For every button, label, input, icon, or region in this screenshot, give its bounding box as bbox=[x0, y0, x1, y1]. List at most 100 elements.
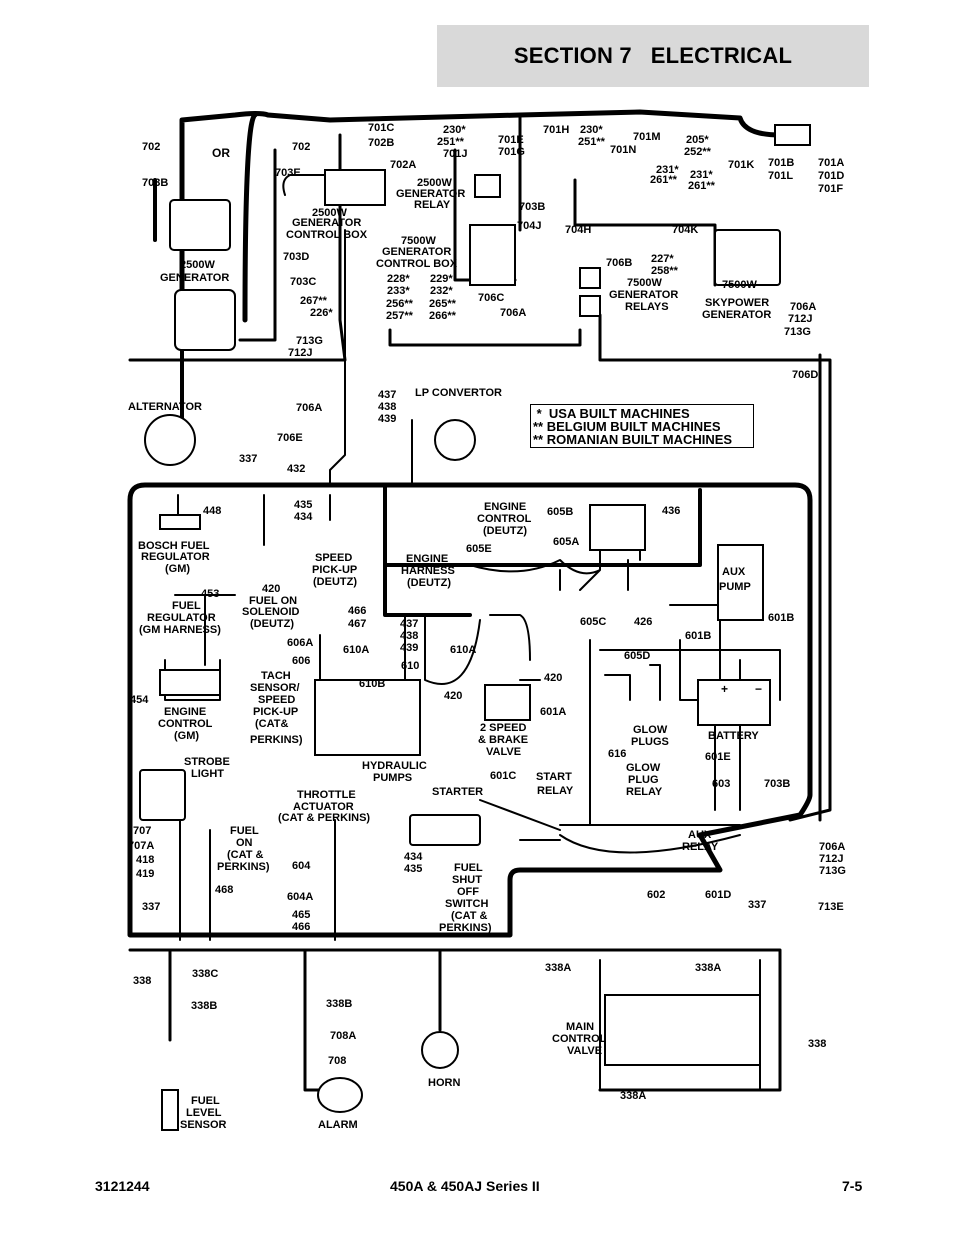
diagram-label-0: 702 bbox=[142, 141, 160, 153]
legend-belgium: ** BELGIUM BUILT MACHINES bbox=[533, 419, 721, 434]
diagram-label-85: REGULATOR bbox=[141, 551, 210, 563]
diagram-label-176: RELAY bbox=[682, 841, 719, 853]
diagram-label-157: 601C bbox=[490, 770, 516, 782]
diagram-label-30: 2500W bbox=[180, 259, 215, 271]
diagram-label-72: 712J bbox=[288, 347, 312, 359]
diagram-label-43: 703C bbox=[290, 276, 316, 288]
diagram-label-206: VALVE bbox=[567, 1045, 602, 1057]
diagram-label-163: 603 bbox=[712, 778, 730, 790]
starter bbox=[409, 814, 481, 846]
diagram-label-205: CONTROL bbox=[552, 1033, 607, 1045]
footer-page-number: 7-5 bbox=[842, 1178, 863, 1194]
diagram-label-208: 338A bbox=[620, 1090, 646, 1102]
diagram-label-99: (DEUTZ) bbox=[313, 576, 357, 588]
diagram-label-178: 712J bbox=[819, 853, 843, 865]
diagram-label-12: 701G bbox=[498, 146, 525, 158]
diagram-label-97: SPEED bbox=[315, 552, 352, 564]
diagram-label-116: 466 bbox=[348, 605, 366, 617]
main-harness bbox=[127, 482, 813, 938]
diagram-label-126: 610B bbox=[359, 678, 385, 690]
diagram-label-112: 605C bbox=[580, 616, 606, 628]
diagram-label-132: PICK-UP bbox=[253, 706, 298, 718]
alternator bbox=[144, 414, 196, 466]
diagram-label-71: 713G bbox=[296, 335, 323, 347]
diagram-label-11: 701E bbox=[498, 134, 524, 146]
diagram-label-156: STARTER bbox=[432, 786, 483, 798]
diagram-label-31: GENERATOR bbox=[160, 272, 229, 284]
diagram-label-65: GENERATOR bbox=[702, 309, 771, 321]
diagram-label-188: 604A bbox=[287, 891, 313, 903]
diagram-label-58: 227* bbox=[651, 253, 674, 265]
diagram-label-55: 706C bbox=[478, 292, 504, 304]
control-box-7500w bbox=[469, 224, 516, 286]
diagram-label-47: 228* bbox=[387, 273, 410, 285]
main-control-valve bbox=[604, 994, 761, 1066]
top-harness bbox=[179, 109, 783, 333]
diagram-label-56: 706A bbox=[500, 307, 526, 319]
diagram-label-13: 701H bbox=[543, 124, 569, 136]
engine-control-gm bbox=[159, 669, 221, 696]
diagram-label-177: 706A bbox=[819, 841, 845, 853]
diagram-label-168: 419 bbox=[136, 868, 154, 880]
diagram-label-110: AUX bbox=[722, 566, 746, 578]
diagram-label-36: GENERATOR bbox=[396, 188, 465, 200]
diagram-label-124: 610 bbox=[401, 660, 419, 672]
diagram-label-131: SPEED bbox=[258, 694, 295, 706]
diagram-label-196: 338 bbox=[133, 975, 151, 987]
diagram-label-103: 605B bbox=[547, 506, 573, 518]
diagram-label-104: 436 bbox=[662, 505, 680, 517]
diagram-label-194: 713E bbox=[818, 901, 844, 913]
diagram-label-2: OR bbox=[212, 146, 230, 160]
diagram-label-68: 713G bbox=[784, 326, 811, 338]
section-title: SECTION 7 ELECTRICAL bbox=[513, 43, 793, 68]
diagram-label-81: LP CONVERTOR bbox=[415, 387, 502, 399]
diagram-label-91: 420 bbox=[262, 583, 280, 595]
skypower-generator bbox=[714, 229, 781, 286]
diagram-label-79: 438 bbox=[378, 401, 396, 413]
diagram-label-5: 701C bbox=[368, 122, 394, 134]
diagram-label-143: VALVE bbox=[486, 746, 521, 758]
diagram-label-15: 251** bbox=[578, 136, 606, 148]
diagram-label-192: 601D bbox=[705, 889, 731, 901]
diagram-label-170: ON bbox=[236, 837, 253, 849]
diagram-label-88: FUEL bbox=[172, 600, 201, 612]
diagram-label-7: 702A bbox=[390, 159, 416, 171]
diagram-label-154: ACTUATOR bbox=[293, 801, 354, 813]
diagram-label-139: 605D bbox=[624, 650, 650, 662]
diagram-label-76: 337 bbox=[239, 453, 257, 465]
diagram-label-144: GLOW bbox=[633, 724, 668, 736]
diagram-label-89: REGULATOR bbox=[147, 612, 216, 624]
diagram-label-167: 418 bbox=[136, 854, 154, 866]
diagram-label-175: AUX bbox=[688, 829, 712, 841]
diagram-label-141: 2 SPEED bbox=[480, 722, 527, 734]
diagram-label-135: 454 bbox=[130, 694, 149, 706]
diagram-label-102: (DEUTZ) bbox=[483, 525, 527, 537]
diagram-label-45: GENERATOR bbox=[382, 246, 451, 258]
diagram-label-57: 706B bbox=[606, 257, 632, 269]
diagram-label-193: 337 bbox=[748, 899, 766, 911]
diagram-label-179: 713G bbox=[819, 865, 846, 877]
diagram-label-75: 706E bbox=[277, 432, 303, 444]
battery bbox=[697, 679, 771, 726]
diagram-label-211: LEVEL bbox=[186, 1107, 222, 1119]
diagram-label-119: 438 bbox=[400, 630, 418, 642]
diagram-label-3: 702 bbox=[292, 141, 310, 153]
diagram-label-90: (GM HARNESS) bbox=[139, 624, 221, 636]
diagram-label-39: 704J bbox=[517, 220, 541, 232]
horn bbox=[421, 1031, 459, 1069]
diagram-label-159: RELAY bbox=[537, 785, 574, 797]
diagram-label-25: 701B bbox=[768, 157, 794, 169]
svg-text:+: + bbox=[721, 682, 728, 696]
diagram-label-184: OFF bbox=[457, 886, 479, 898]
diagram-label-130: SENSOR/ bbox=[250, 682, 300, 694]
bosch-fuel-regulator bbox=[159, 514, 201, 530]
diagram-label-54: 266** bbox=[429, 310, 457, 322]
hydraulic-pumps bbox=[314, 679, 421, 756]
diagram-label-108: HARNESS bbox=[401, 565, 455, 577]
diagram-label-82: 706D bbox=[792, 369, 818, 381]
diagram-label-172: PERKINS) bbox=[217, 861, 270, 873]
diagram-label-113: 426 bbox=[634, 616, 652, 628]
footer-model: 450A & 450AJ Series II bbox=[390, 1178, 540, 1194]
diagram-label-127: 420 bbox=[444, 690, 462, 702]
